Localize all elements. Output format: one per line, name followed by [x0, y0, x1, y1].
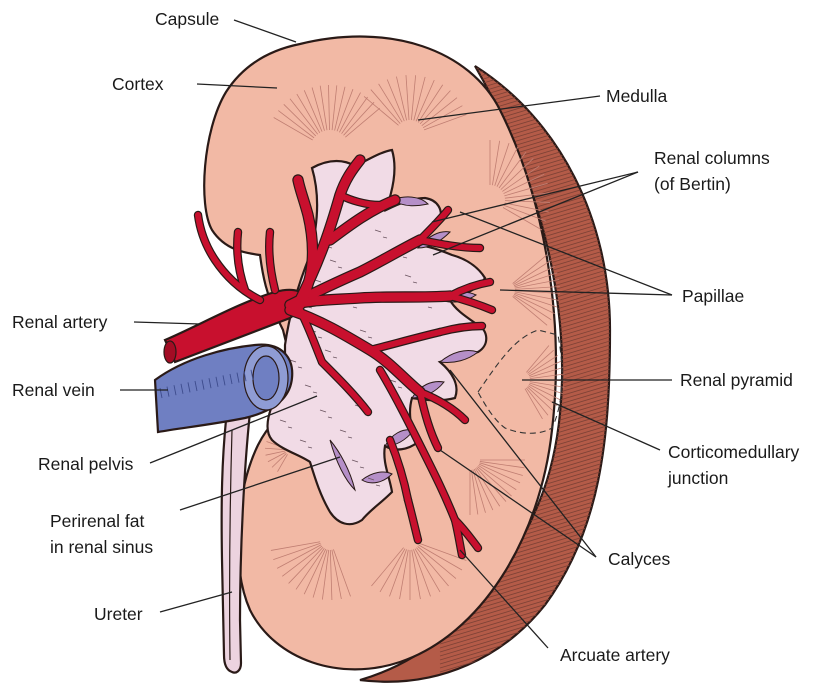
label-perirenal-line2: in renal sinus — [50, 537, 153, 557]
ureter-leader — [160, 592, 232, 612]
label-arcuate-artery: Arcuate artery — [560, 645, 670, 665]
label-renal-pyramid: Renal pyramid — [680, 370, 793, 390]
label-corticomedullary-line2: junction — [667, 468, 728, 488]
label-renal-vein: Renal vein — [12, 380, 95, 400]
label-perirenal-line1: Perirenal fat — [50, 511, 144, 531]
label-renal-artery: Renal artery — [12, 312, 108, 332]
label-renal-columns-line1: Renal columns — [654, 148, 770, 168]
label-corticomedullary-line1: Corticomedullary — [668, 442, 800, 462]
label-capsule: Capsule — [155, 9, 219, 29]
label-calyces: Calyces — [608, 549, 670, 569]
label-cortex: Cortex — [112, 74, 164, 94]
label-ureter: Ureter — [94, 604, 143, 624]
label-medulla: Medulla — [606, 86, 668, 106]
label-papillae: Papillae — [682, 286, 744, 306]
capsule-leader — [234, 20, 296, 42]
label-renal-columns-line2: (of Bertin) — [654, 174, 731, 194]
renal-artery-leader — [134, 322, 200, 324]
label-renal-pelvis: Renal pelvis — [38, 454, 134, 474]
